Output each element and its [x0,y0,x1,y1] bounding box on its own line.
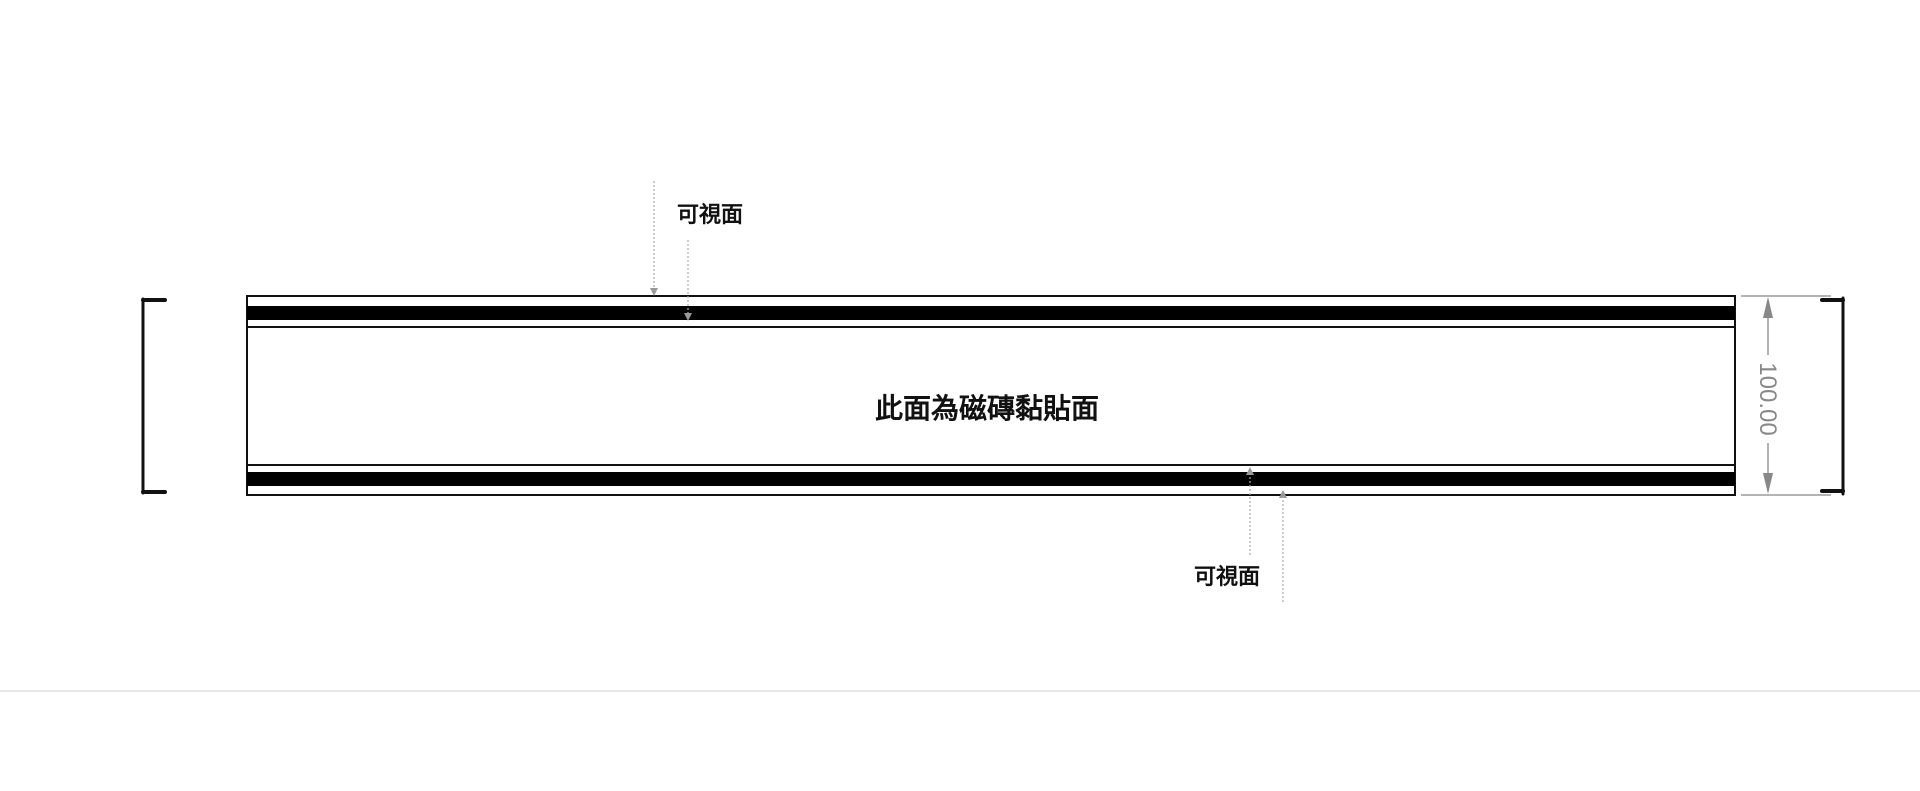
tile-adhesive-face-label: 此面為磁磚黏貼面 [875,392,1099,425]
profile-body [246,295,1736,496]
bottom-leader-arrows [1249,473,1284,604]
visible-face-label-top: 可視面 [677,203,743,228]
dimension-arrow-icon [1763,297,1773,494]
top-black-strip [247,306,1735,320]
dimension-value: 100.00 [1754,362,1781,435]
top-leader-arrows [653,181,689,316]
visible-face-label-bottom: 可視面 [1194,565,1260,590]
right-bracket [1820,296,1845,496]
arrowhead-icon [650,288,1287,498]
left-bracket [141,297,167,495]
bottom-black-strip [247,472,1735,486]
